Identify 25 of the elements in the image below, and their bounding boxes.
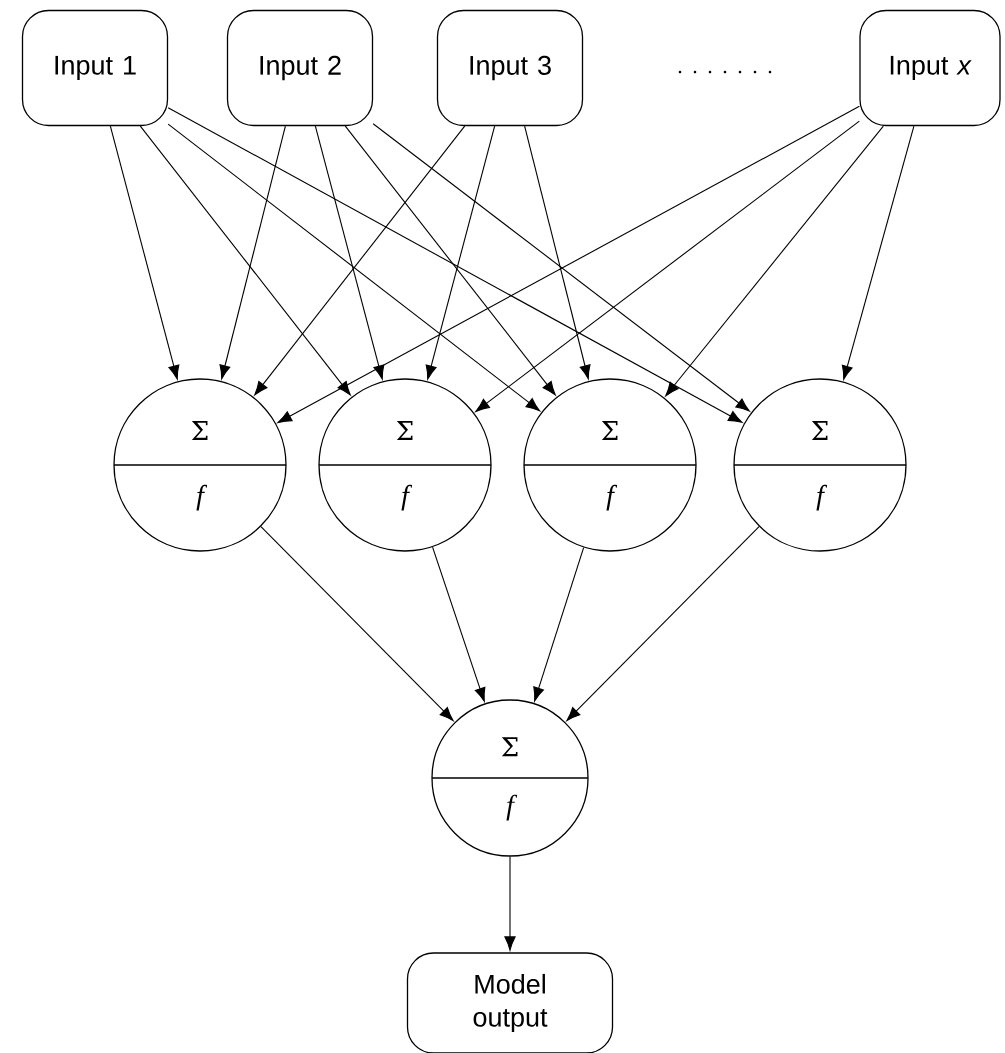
input-box: Input 1: [21, 9, 169, 127]
arrow: [504, 856, 516, 951]
arrow: [344, 125, 556, 396]
arrow: [139, 125, 351, 396]
arrow: [277, 105, 860, 424]
arrow: [533, 547, 585, 702]
arrow: [524, 125, 591, 380]
arrow: [260, 526, 454, 722]
input-box: Input x: [859, 9, 1001, 127]
arrow: [432, 546, 486, 702]
arrow: [425, 125, 496, 380]
arrow: [219, 125, 286, 380]
arrow: [254, 125, 466, 396]
arrow: [167, 123, 541, 412]
arrow: [314, 125, 385, 380]
arrow: [566, 526, 760, 722]
arrow: [372, 123, 750, 412]
arrow: [841, 125, 915, 380]
arrow: [167, 107, 743, 423]
arrow: [475, 120, 860, 412]
input-box: Input 3: [436, 9, 584, 127]
arrow: [665, 125, 884, 397]
output-box: Model output: [406, 952, 614, 1053]
arrow: [109, 125, 180, 380]
input-box: Input 2: [226, 9, 374, 127]
